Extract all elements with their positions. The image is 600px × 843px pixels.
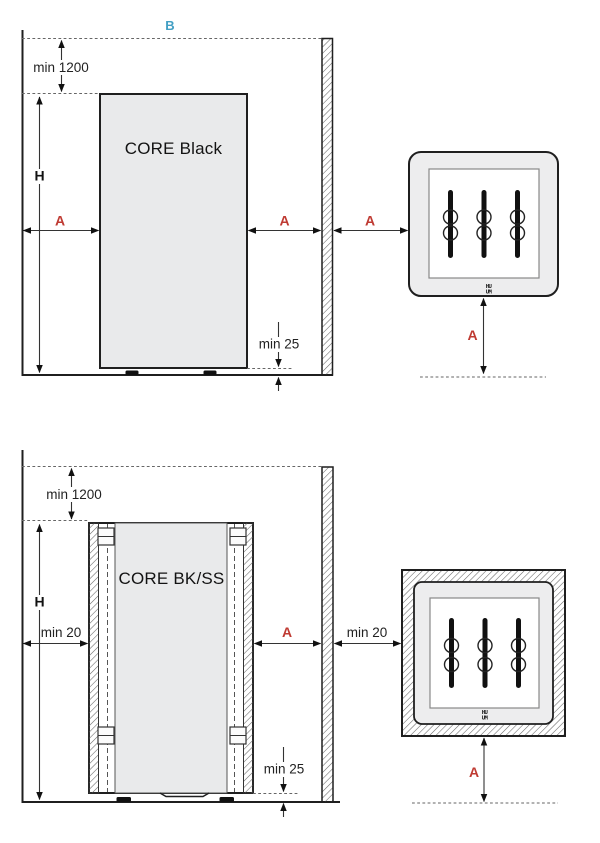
- element-ring: [477, 656, 493, 673]
- label-background: [32, 595, 47, 610]
- side-clearance-label: A: [55, 213, 65, 229]
- element-ring: [509, 225, 526, 241]
- element-ring: [510, 656, 527, 673]
- mounting-bracket: [229, 527, 247, 546]
- huum-logo: UM: [482, 716, 489, 722]
- element-ring: [476, 225, 492, 241]
- floor-clearance-label: min 25: [264, 762, 305, 777]
- huum-logo: HU: [482, 710, 489, 716]
- heater-core: [114, 522, 228, 794]
- element-ring: [442, 225, 459, 241]
- wall-clearance-label: min 20: [347, 625, 388, 640]
- heater-foot: [116, 797, 131, 802]
- mounting-bracket: [229, 726, 247, 745]
- ceiling-line-label: B: [165, 18, 174, 33]
- label-background: [32, 169, 47, 184]
- heater-top-view: HU UM: [401, 569, 566, 737]
- heater-body: [99, 93, 248, 369]
- element-ring: [443, 637, 460, 654]
- element-ring: [476, 209, 492, 225]
- element-ring: [443, 656, 460, 673]
- core-bkss-diagram: min 1200 H CORE BK/SS: [21, 450, 566, 817]
- side-panel-hatched: [88, 522, 99, 794]
- ceiling-clearance-label: min 1200: [33, 60, 89, 75]
- side-panel-hatched: [243, 522, 254, 794]
- side-clearance-label: A: [282, 624, 292, 640]
- side-clearance-label: A: [279, 213, 289, 229]
- heater-model-label: CORE Black: [125, 139, 223, 158]
- bench-clearance-label: A: [469, 764, 479, 780]
- height-label: H: [34, 168, 44, 184]
- core-black-diagram: B min 1200 H CORE Black A A A min 25: [21, 18, 559, 391]
- bench-clearance-label: A: [467, 327, 477, 343]
- mounting-bracket: [97, 726, 115, 745]
- huum-logo: UM: [486, 290, 493, 296]
- heater-foot: [219, 797, 234, 802]
- height-label: H: [34, 594, 44, 610]
- heater-body: CORE BK/SS: [88, 522, 254, 798]
- bottom-channel: [159, 792, 210, 798]
- label-background: [260, 762, 308, 777]
- wall-clearance-label: min 20: [41, 625, 82, 640]
- floor-clearance-label: min 25: [259, 337, 300, 352]
- hatched-wall: [321, 466, 334, 803]
- label-background: [31, 60, 91, 75]
- element-ring: [509, 209, 526, 225]
- heater-model-label: CORE BK/SS: [119, 569, 225, 588]
- element-ring: [510, 637, 527, 654]
- label-background: [44, 487, 104, 502]
- mounting-bracket: [97, 527, 115, 546]
- element-ring: [477, 637, 493, 654]
- huum-logo: HU: [486, 284, 493, 290]
- ceiling-clearance-label: min 1200: [46, 487, 102, 502]
- label-background: [255, 337, 303, 352]
- hatched-wall: [321, 37, 334, 376]
- side-clearance-label: A: [365, 213, 375, 229]
- element-ring: [442, 209, 459, 225]
- heater-foot: [125, 370, 139, 375]
- heater-top-view: HU UM: [408, 151, 559, 297]
- heater-foot: [203, 370, 217, 375]
